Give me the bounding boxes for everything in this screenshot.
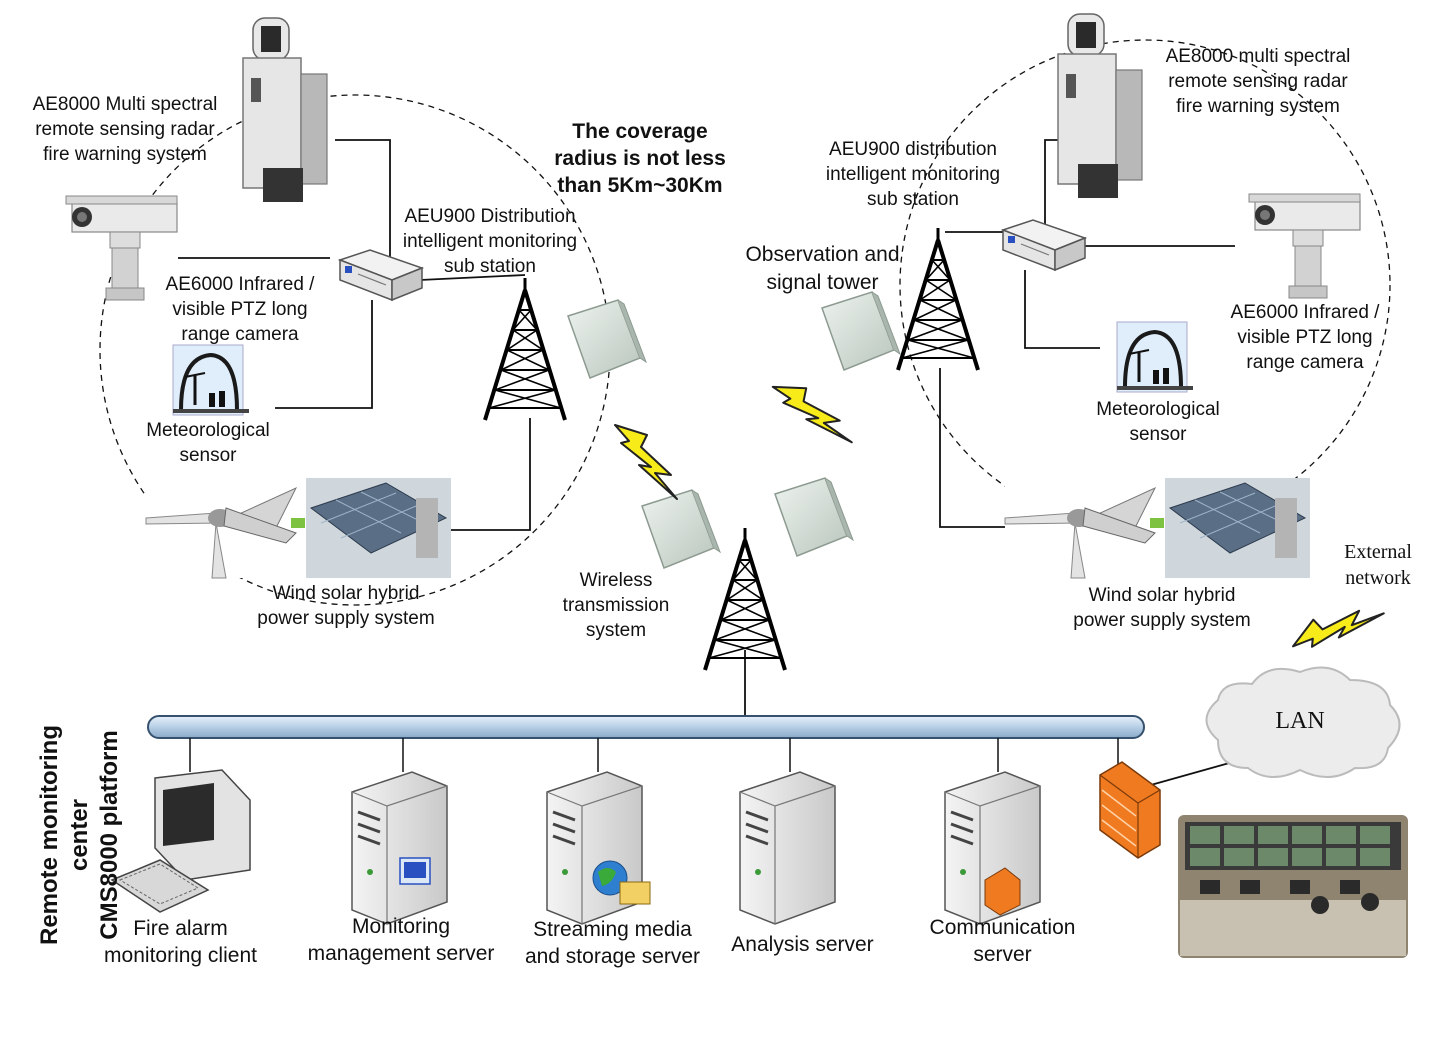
coverage-circle-right <box>899 39 1391 531</box>
antenna-icon-3 <box>641 489 721 569</box>
radar-icon-right <box>1057 13 1143 199</box>
antenna-icon-2 <box>821 291 901 371</box>
analysis-server-icon <box>738 770 837 926</box>
firewall-badge-icon <box>984 867 1021 916</box>
substation-icon-right <box>1002 219 1086 271</box>
connection-lines-right <box>744 139 1241 789</box>
control-room-photo <box>1178 815 1408 958</box>
wind-solar-icon-left <box>145 477 452 579</box>
network-diagram <box>65 13 1408 958</box>
lightning-bolt-icon-2 <box>771 369 853 460</box>
globe-icon <box>592 860 651 905</box>
ptz-camera-icon-right <box>1248 193 1361 299</box>
pc-badge-icon <box>399 857 431 885</box>
firewall-icon <box>1099 761 1161 859</box>
meteorological-sensor-icon-left <box>171 343 251 417</box>
meteorological-sensor-icon-right <box>1115 320 1195 394</box>
network-bus <box>147 715 1145 739</box>
wind-solar-icon-right <box>1004 477 1311 579</box>
computer-icon <box>110 769 251 913</box>
lan-label: LAN <box>1275 708 1325 734</box>
radar-icon-left <box>242 17 328 203</box>
lan-cloud-icon <box>1205 666 1401 778</box>
connection-lines-left <box>178 139 531 531</box>
lightning-bolt-icon-1 <box>614 424 678 500</box>
antenna-icon-1 <box>567 299 647 379</box>
antenna-icon-4 <box>774 477 854 557</box>
tower-icon-left <box>483 276 567 422</box>
analysis-server-label: Analysis server <box>731 933 874 956</box>
lightning-bolt-icon-3 <box>1292 587 1385 673</box>
monitoring-server-icon <box>350 770 449 926</box>
